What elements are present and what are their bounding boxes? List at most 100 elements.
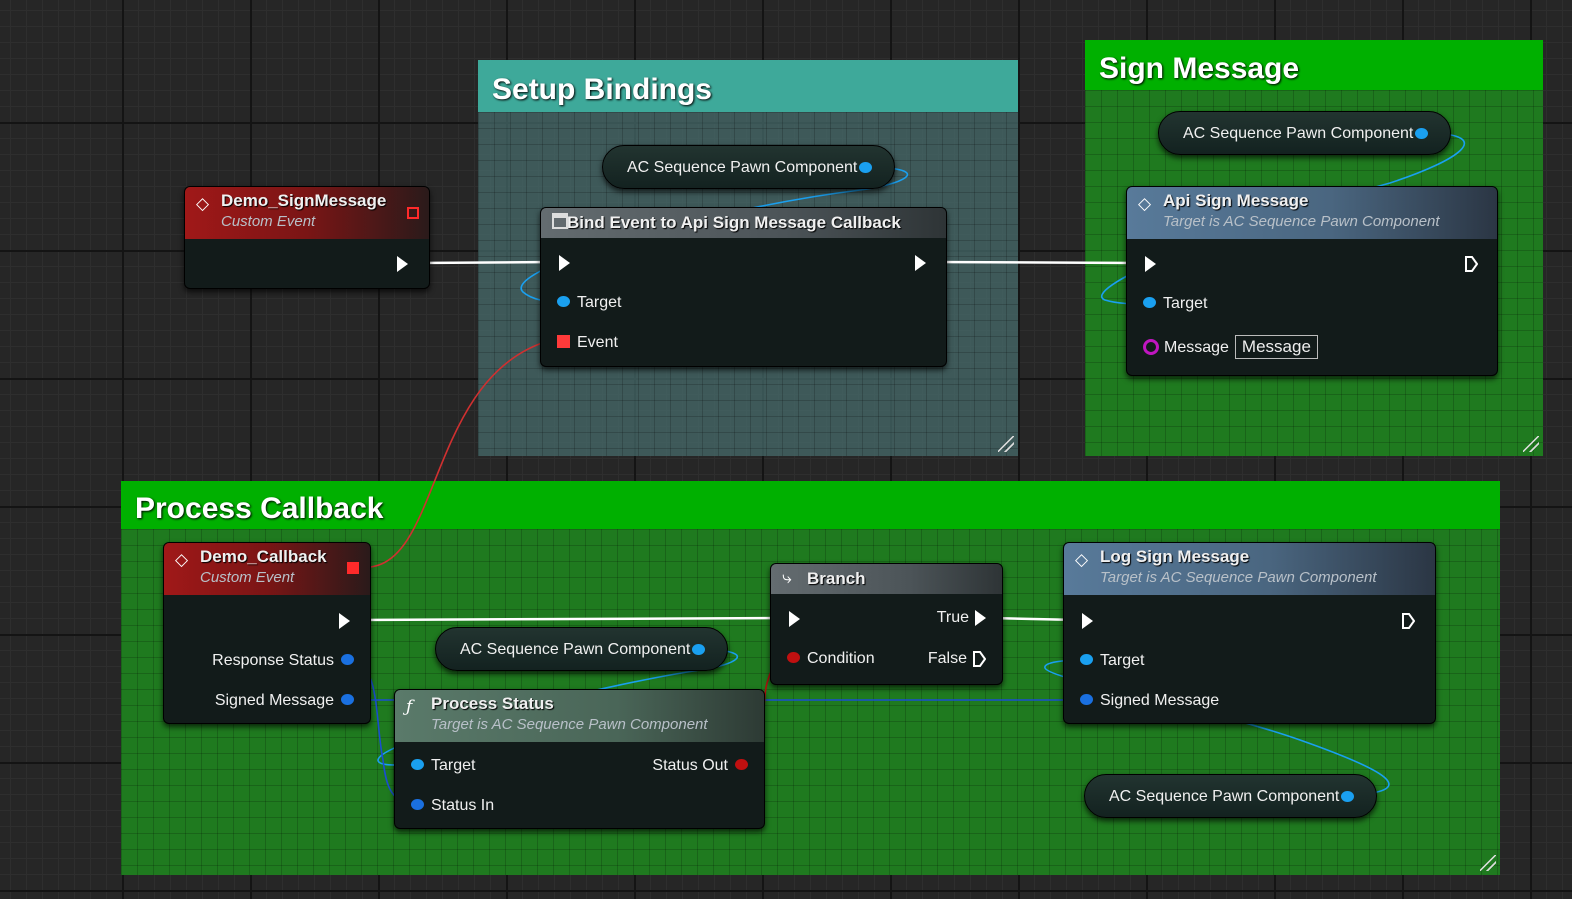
target-pin[interactable]: Target xyxy=(1080,652,1144,670)
node-title: Branch xyxy=(807,569,866,588)
node-title: Bind Event to Api Sign Message Callback xyxy=(567,213,901,232)
demo-signmessage-event-node[interactable]: ◇ Demo_SignMessage Custom Event xyxy=(184,186,430,289)
pin-label: Response Status xyxy=(212,652,334,669)
comment-header[interactable]: Setup Bindings xyxy=(478,60,1018,112)
object-pin-icon xyxy=(411,799,424,811)
node-title: Demo_SignMessage xyxy=(221,191,387,210)
exec-out-hollow-icon xyxy=(973,650,987,667)
object-pin-icon xyxy=(557,296,570,308)
target-pin[interactable]: Target xyxy=(411,757,475,775)
condition-pin[interactable]: Condition xyxy=(787,650,875,668)
pin-label: Status Out xyxy=(652,757,728,774)
bool-pin-icon xyxy=(787,652,800,664)
resize-handle-icon[interactable] xyxy=(1523,436,1539,452)
pin-label: Target xyxy=(577,294,622,311)
pin-label: Status In xyxy=(431,797,495,814)
exec-wire xyxy=(930,260,1141,265)
comment-title: Setup Bindings xyxy=(492,73,712,106)
event-diamond-icon: ◇ xyxy=(175,550,189,569)
exec-out-icon xyxy=(975,609,986,626)
node-header[interactable]: ◇ Demo_SignMessage Custom Event xyxy=(185,187,429,239)
exec-out-pin[interactable] xyxy=(397,256,408,272)
status-in-pin[interactable]: Status In xyxy=(411,797,494,815)
true-pin[interactable]: True xyxy=(937,609,986,627)
delegate-pin-icon[interactable] xyxy=(347,562,359,574)
exec-out-hollow-pin[interactable] xyxy=(1402,613,1415,629)
pin-label: Signed Message xyxy=(1100,692,1220,709)
comment-header[interactable]: Sign Message xyxy=(1085,40,1543,90)
message-pin[interactable]: Message Message xyxy=(1143,335,1318,359)
node-title: Process Status xyxy=(431,694,554,713)
resize-handle-icon[interactable] xyxy=(1480,855,1496,871)
variable-label: AC Sequence Pawn Component xyxy=(460,641,691,658)
object-pin-icon xyxy=(1143,297,1156,309)
false-pin[interactable]: False xyxy=(927,650,987,668)
node-title: Demo_Callback xyxy=(200,547,327,566)
delegate-pin-icon[interactable] xyxy=(407,207,419,219)
pin-label: Event xyxy=(577,334,618,351)
node-subtitle: Custom Event xyxy=(200,569,295,586)
bind-event-node[interactable]: Bind Event to Api Sign Message Callback … xyxy=(540,207,947,367)
pin-label: True xyxy=(936,609,969,626)
object-pin-icon[interactable] xyxy=(1415,128,1428,139)
comment-header[interactable]: Process Callback xyxy=(121,481,1500,529)
object-pin-icon xyxy=(341,654,354,666)
node-header[interactable]: ◇ Api Sign Message Target is AC Sequence… xyxy=(1127,187,1497,239)
function-box-icon xyxy=(552,213,568,229)
pin-label: Signed Message xyxy=(214,692,334,709)
comment-title: Sign Message xyxy=(1099,52,1300,85)
node-subtitle: Target is AC Sequence Pawn Component xyxy=(1100,569,1377,586)
message-input[interactable]: Message xyxy=(1234,335,1318,359)
response-status-pin[interactable]: Response Status xyxy=(212,652,354,670)
variable-label: AC Sequence Pawn Component xyxy=(627,159,858,176)
resize-handle-icon[interactable] xyxy=(998,436,1014,452)
exec-out-hollow-pin[interactable] xyxy=(1465,256,1478,272)
signed-message-pin[interactable]: Signed Message xyxy=(1080,692,1219,710)
pawn-component-variable[interactable]: AC Sequence Pawn Component xyxy=(1158,111,1451,155)
pin-label: Target xyxy=(1163,295,1208,312)
target-pin[interactable]: Target xyxy=(1143,295,1207,313)
status-out-pin[interactable]: Status Out xyxy=(652,757,748,775)
exec-in-pin[interactable] xyxy=(559,255,570,271)
node-header[interactable]: ƒ Process Status Target is AC Sequence P… xyxy=(395,690,764,742)
event-diamond-icon: ◇ xyxy=(1138,194,1152,213)
branch-node[interactable]: ⤷ Branch True Condition False xyxy=(770,563,1003,685)
node-header[interactable]: Bind Event to Api Sign Message Callback xyxy=(541,208,946,238)
target-pin[interactable]: Target xyxy=(557,294,621,312)
log-sign-message-node[interactable]: ◇ Log Sign Message Target is AC Sequence… xyxy=(1063,542,1436,724)
event-pin[interactable]: Event xyxy=(557,334,618,352)
node-header[interactable]: ⤷ Branch xyxy=(771,564,1002,594)
exec-out-pin[interactable] xyxy=(915,255,926,271)
exec-in-pin[interactable] xyxy=(1082,613,1093,629)
bool-pin-icon xyxy=(735,759,748,771)
object-pin-icon[interactable] xyxy=(859,162,872,173)
pin-label: Target xyxy=(1100,652,1145,669)
pin-label: False xyxy=(927,650,967,667)
exec-in-pin[interactable] xyxy=(789,611,800,627)
pawn-component-variable[interactable]: AC Sequence Pawn Component xyxy=(435,627,728,671)
event-pin-icon xyxy=(557,335,570,349)
object-pin-icon[interactable] xyxy=(692,644,705,655)
pin-label: Target xyxy=(431,757,476,774)
exec-out-pin[interactable] xyxy=(339,613,350,629)
node-subtitle: Custom Event xyxy=(221,213,316,230)
api-sign-message-node[interactable]: ◇ Api Sign Message Target is AC Sequence… xyxy=(1126,186,1498,376)
node-subtitle: Target is AC Sequence Pawn Component xyxy=(1163,213,1440,230)
pin-label: Message xyxy=(1164,339,1229,356)
process-status-node[interactable]: ƒ Process Status Target is AC Sequence P… xyxy=(394,689,765,829)
object-pin-icon[interactable] xyxy=(1341,791,1354,802)
exec-in-pin[interactable] xyxy=(1145,256,1156,272)
exec-wire xyxy=(354,616,787,622)
node-header[interactable]: ◇ Demo_Callback Custom Event xyxy=(164,543,370,595)
node-header[interactable]: ◇ Log Sign Message Target is AC Sequence… xyxy=(1064,543,1435,595)
event-diamond-icon: ◇ xyxy=(196,194,210,213)
branch-icon: ⤷ xyxy=(782,568,792,587)
variable-label: AC Sequence Pawn Component xyxy=(1183,125,1414,142)
demo-callback-event-node[interactable]: ◇ Demo_Callback Custom Event Response St… xyxy=(163,542,371,724)
pawn-component-variable[interactable]: AC Sequence Pawn Component xyxy=(602,145,895,189)
exec-wire xyxy=(413,260,555,265)
pawn-component-variable[interactable]: AC Sequence Pawn Component xyxy=(1084,774,1377,818)
object-pin-icon xyxy=(1080,694,1093,706)
string-pin-icon xyxy=(1143,338,1159,355)
signed-message-pin[interactable]: Signed Message xyxy=(215,692,354,710)
